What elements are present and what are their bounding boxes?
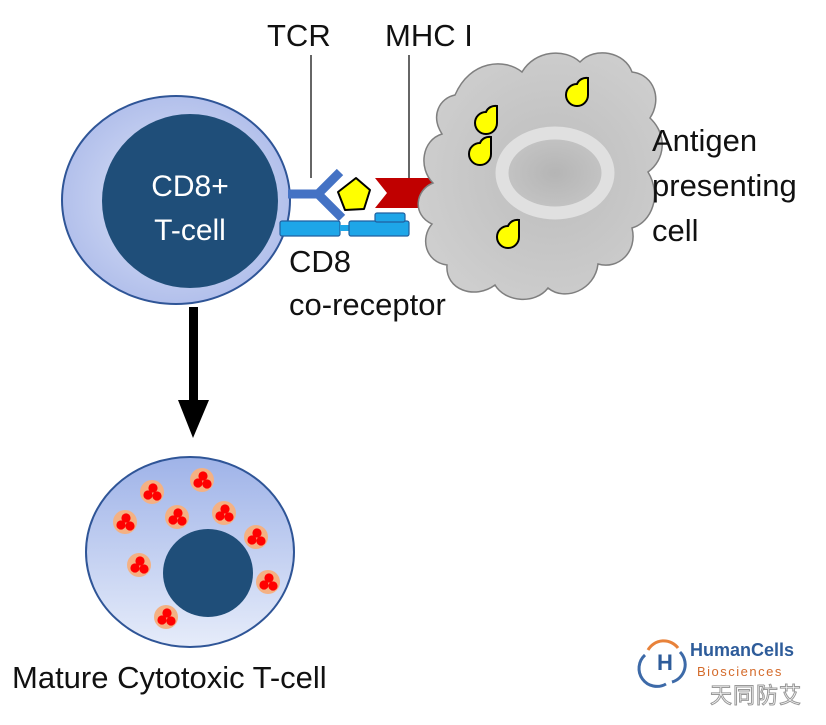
humancells-logo-icon (637, 639, 687, 688)
mhc-label: MHC I (385, 18, 473, 53)
logo-letter: H (657, 650, 673, 675)
antigen-peptide (337, 177, 371, 211)
cytotoxic-granule (127, 553, 151, 577)
apc-label-line3: cell (652, 213, 699, 248)
apc-label-line2: presenting (652, 168, 797, 203)
maturation-arrow (178, 307, 209, 438)
antigen-drop (565, 76, 589, 107)
watermark-text: 天同防艾 (709, 683, 803, 709)
cytotoxic-granule (256, 570, 280, 594)
antigen-drop (468, 135, 492, 166)
cd8-label-line1: CD8 (289, 244, 352, 279)
antigen-drop (474, 104, 498, 135)
tcr-receptor (288, 168, 346, 222)
cytotoxic-granule (190, 468, 214, 492)
mature-cytotoxic-t-cell (85, 456, 295, 648)
tcr-label: TCR (267, 18, 331, 53)
cd8-label-line2: co-receptor (289, 287, 446, 322)
t-cell-label-line1: CD8+ (151, 170, 229, 203)
cytotoxic-granule (165, 505, 189, 529)
antigen-presenting-cell (417, 52, 663, 301)
logo-subtitle: Biosciences (697, 664, 783, 679)
t-cell-label-line2: T-cell (154, 214, 226, 247)
logo-name: HumanCells (690, 640, 795, 660)
cd8-coreceptor (279, 212, 410, 237)
cd8-t-cell (61, 95, 291, 305)
mature-cell-label: Mature Cytotoxic T-cell (12, 660, 327, 695)
cytotoxic-granule (140, 480, 164, 504)
mature-cell-nucleus (163, 529, 253, 617)
apc-nucleus (495, 126, 615, 220)
granule-group (113, 468, 280, 629)
cytotoxic-granule (113, 510, 137, 534)
apc-antigens (468, 76, 589, 249)
antigen-drop (496, 218, 520, 249)
apc-label-line1: Antigen (652, 123, 758, 158)
cytotoxic-granule (212, 501, 236, 525)
cytotoxic-granule (154, 605, 178, 629)
t-cell-nucleus (102, 114, 278, 288)
cytotoxic-granule (244, 525, 268, 549)
